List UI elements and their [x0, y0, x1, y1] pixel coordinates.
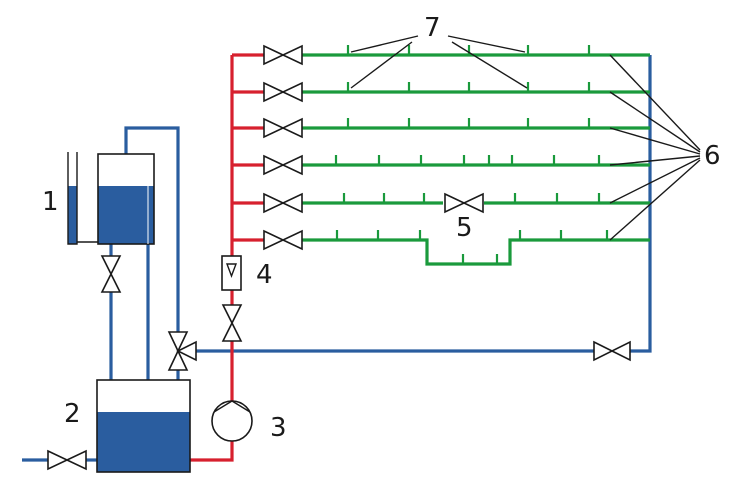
inlet-valve[interactable]	[47, 449, 87, 471]
lateral-valve-4[interactable]	[263, 154, 303, 176]
flowmeter	[221, 255, 242, 291]
lateral-valve-1[interactable]	[263, 44, 303, 66]
supply-valve[interactable]	[221, 304, 243, 342]
tank-lower	[96, 379, 191, 473]
label-tank-lower: 2	[64, 399, 81, 429]
tank-link-valve[interactable]	[100, 255, 122, 293]
label-inline-valve: 5	[456, 213, 473, 243]
label-tank-upper: 1	[42, 187, 59, 217]
label-emitters: 7	[424, 13, 441, 43]
callout-lines	[350, 35, 701, 241]
lateral-valve-2[interactable]	[263, 81, 303, 103]
laterals	[302, 53, 650, 266]
three-way-valve[interactable]	[167, 331, 197, 371]
tank-upper	[67, 152, 155, 245]
lateral-valve-3[interactable]	[263, 117, 303, 139]
return-valve[interactable]	[593, 340, 631, 362]
pump	[211, 400, 253, 442]
label-laterals: 6	[704, 141, 721, 171]
inline-lateral-valve[interactable]	[444, 192, 484, 214]
supply-piping	[190, 53, 264, 462]
lateral-valve-5[interactable]	[263, 192, 303, 214]
label-flowmeter: 4	[256, 260, 273, 290]
label-pump: 3	[270, 413, 287, 443]
lateral-valve-6[interactable]	[263, 229, 303, 251]
emitters	[334, 45, 609, 264]
